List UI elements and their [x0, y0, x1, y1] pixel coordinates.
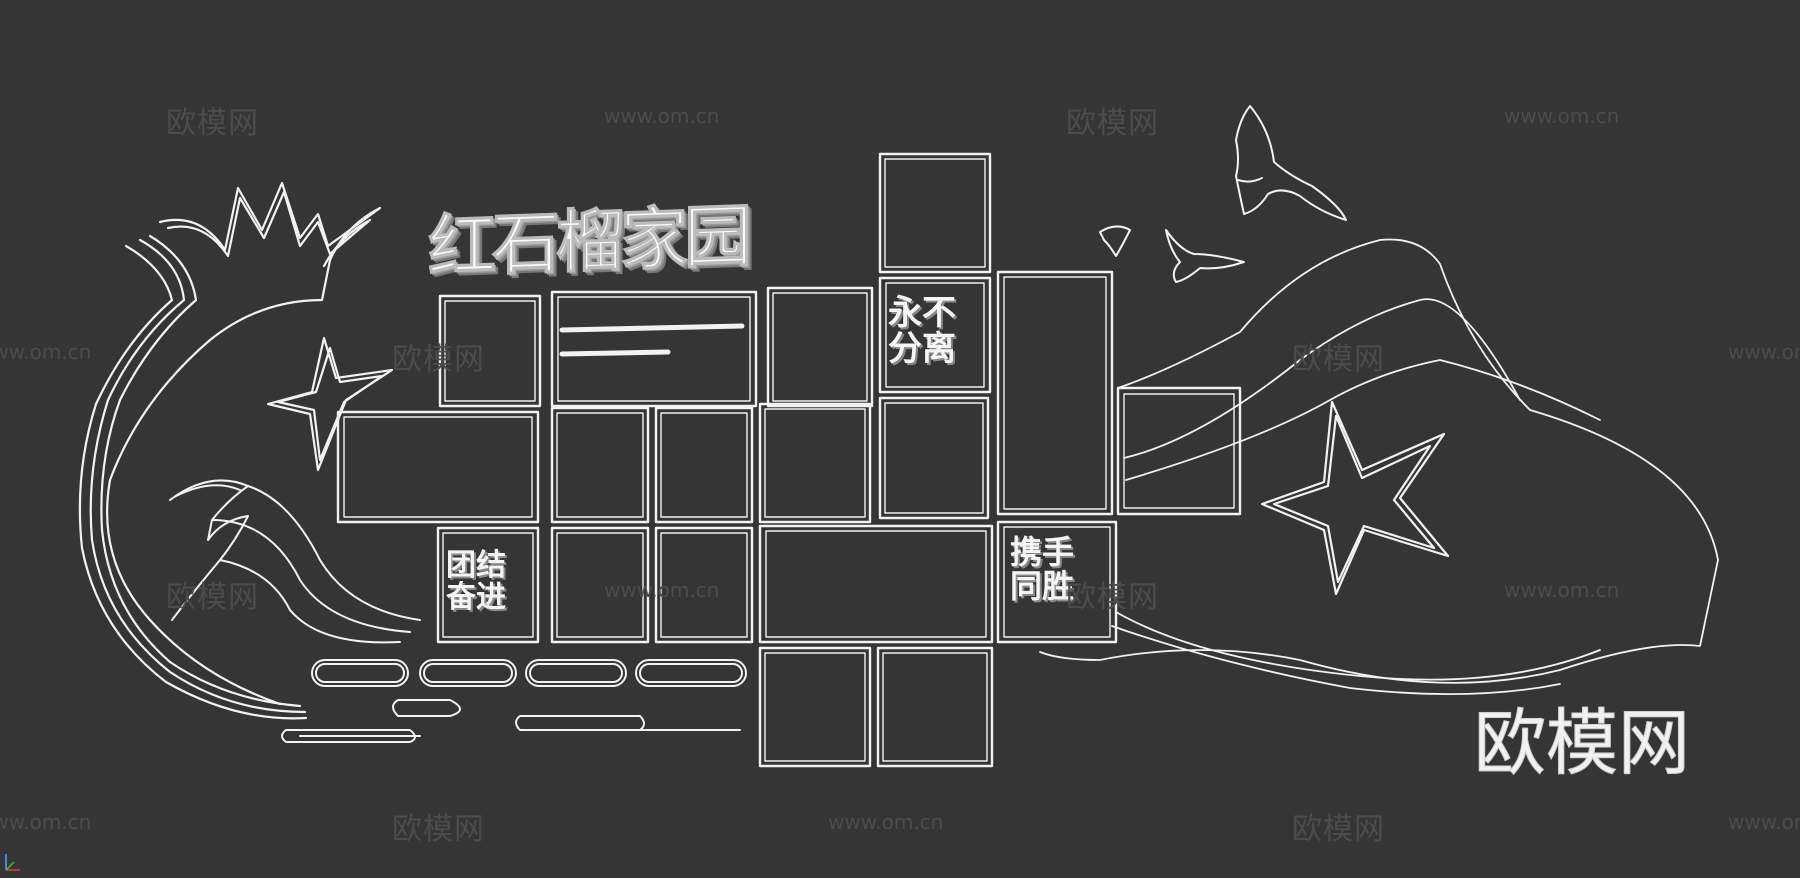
panel-heading: 永不分离: [888, 293, 956, 369]
watermark-logo: 欧模网: [1292, 812, 1385, 847]
axis-gizmo-icon: [5, 854, 20, 871]
watermark-logo: 欧模网: [1066, 106, 1159, 141]
panel-text-lines: [559, 323, 745, 357]
pomegranate-icon: [78, 181, 382, 720]
watermark-url: www.om.cn: [0, 810, 92, 834]
watermark-url: www.om.cn: [1504, 104, 1620, 128]
flag-icon: [1039, 238, 1719, 695]
watermark-url: www.om.cn: [828, 810, 944, 834]
panel-grid: [336, 152, 1242, 768]
watermark-url: www.om.cn: [1504, 578, 1620, 602]
panel-heading: 携手同胜: [1010, 533, 1075, 605]
watermark-url: www.om.cn: [1728, 810, 1800, 834]
star-icon: [1260, 400, 1450, 596]
watermark-url: www.om.cn: [0, 340, 92, 364]
watermark-logo: 欧模网: [166, 106, 259, 141]
dove-icon: [1099, 105, 1347, 283]
watermark-logo: 欧模网: [1292, 342, 1385, 377]
design-title: 红石榴家园: [428, 197, 749, 288]
watermark-url: www.om.cn: [604, 578, 720, 602]
watermark-logo: 欧模网: [1066, 580, 1159, 615]
watermark-url: www.om.cn: [1728, 340, 1800, 364]
cloud-icon: [281, 659, 747, 743]
panel-heading: 团结奋进: [446, 548, 506, 615]
watermark-url: www.om.cn: [604, 104, 720, 128]
watermark-logo: 欧模网: [392, 812, 485, 847]
watermark-logo: 欧模网: [166, 580, 259, 615]
corner-watermark-logo: 欧模网: [1473, 701, 1691, 786]
star-icon: [266, 336, 394, 472]
wave-icon: [169, 479, 421, 644]
watermark-logo: 欧模网: [392, 342, 485, 377]
